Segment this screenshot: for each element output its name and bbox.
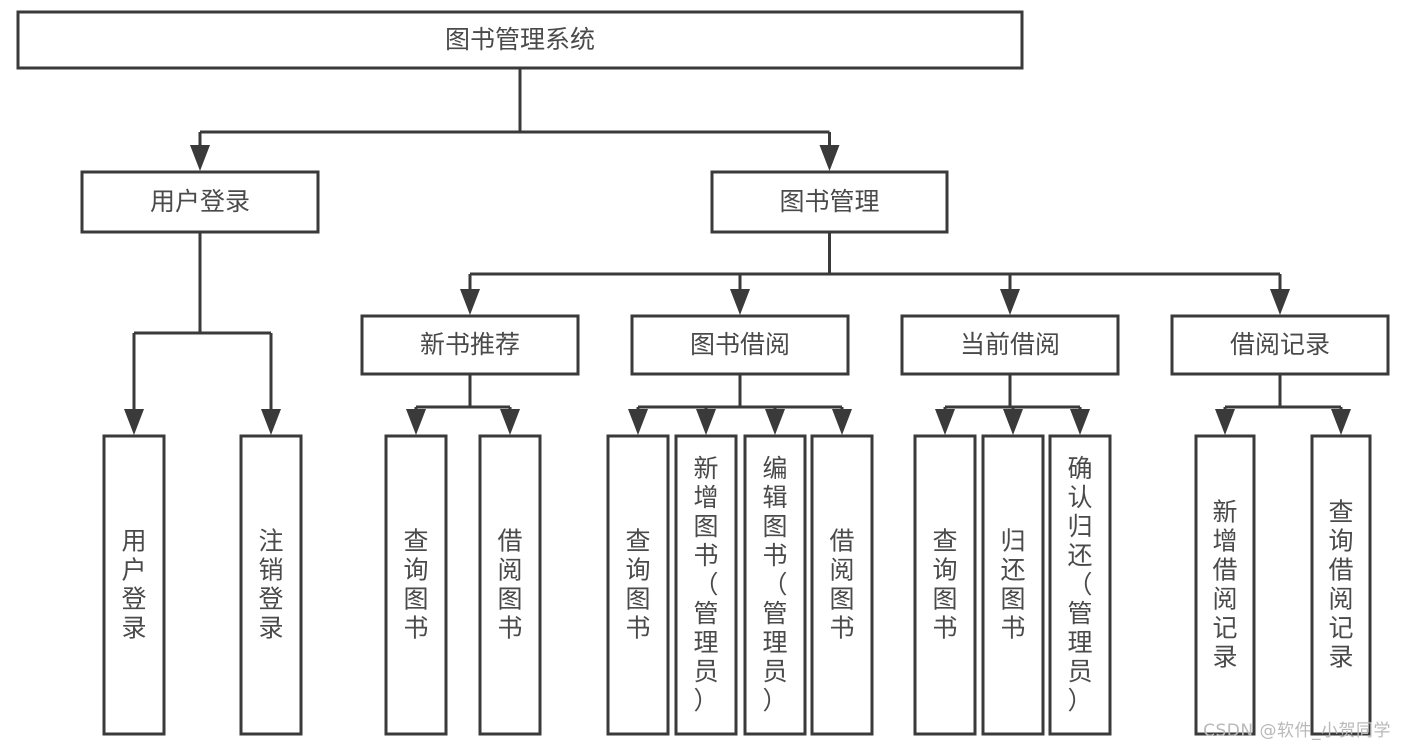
- node-label-book-manage: 图书管理: [779, 187, 879, 216]
- node-box-leaf-edit-book[interactable]: [743, 434, 807, 736]
- node-leaf-logout[interactable]: 注销登录: [239, 434, 303, 736]
- arrow-head-icon: [765, 409, 785, 435]
- node-borrow-record[interactable]: 借阅记录: [1170, 314, 1390, 376]
- node-user-login[interactable]: 用户登录: [80, 170, 320, 234]
- arrow-head-icon: [1215, 409, 1235, 435]
- node-box-leaf-logout[interactable]: [239, 434, 303, 736]
- node-label-book-borrow: 图书借阅: [690, 330, 790, 359]
- node-box-leaf-query-book-1[interactable]: [384, 434, 448, 736]
- node-box-leaf-borrow-book-1[interactable]: [478, 434, 542, 736]
- connector-group-user-login: [124, 232, 281, 435]
- node-new-book-rec[interactable]: 新书推荐: [360, 314, 580, 376]
- node-label-leaf-confirm-return: 确认归还（管理员）: [1067, 454, 1092, 715]
- node-label-leaf-query-record: 查询借阅记录: [1328, 498, 1353, 672]
- arrow-head-icon: [696, 409, 716, 435]
- node-box-current-borrow[interactable]: [900, 314, 1120, 376]
- node-label-leaf-query-book-2: 查询图书: [625, 527, 650, 643]
- arrow-head-icon: [628, 409, 648, 435]
- node-leaf-query-book-2[interactable]: 查询图书: [606, 434, 670, 736]
- node-leaf-edit-book[interactable]: 编辑图书（管理员）: [743, 434, 807, 736]
- node-label-leaf-edit-book: 编辑图书（管理员）: [762, 454, 787, 715]
- node-box-root[interactable]: [16, 10, 1024, 70]
- node-leaf-borrow-book-1[interactable]: 借阅图书: [478, 434, 542, 736]
- node-leaf-query-record[interactable]: 查询借阅记录: [1310, 434, 1372, 736]
- node-book-manage[interactable]: 图书管理: [710, 170, 949, 234]
- arrow-head-icon: [1070, 409, 1090, 435]
- connector-group-new-book-rec: [406, 374, 520, 435]
- node-label-leaf-return-book: 归还图书: [1000, 527, 1025, 643]
- arrow-head-icon: [406, 409, 426, 435]
- node-box-leaf-query-record[interactable]: [1310, 434, 1372, 736]
- connector-group-current-borrow: [935, 374, 1090, 435]
- node-box-leaf-query-book-2[interactable]: [606, 434, 670, 736]
- node-leaf-confirm-return[interactable]: 确认归还（管理员）: [1048, 434, 1112, 736]
- connector-layer: [124, 68, 1351, 435]
- connector-group-book-borrow: [628, 374, 852, 435]
- arrow-head-icon: [1000, 289, 1020, 315]
- connector-group-root: [190, 68, 840, 171]
- node-box-leaf-return-book[interactable]: [981, 434, 1045, 736]
- arrow-head-icon: [190, 145, 210, 171]
- node-label-root: 图书管理系统: [445, 25, 595, 54]
- node-box-leaf-user-login[interactable]: [102, 434, 166, 736]
- node-box-leaf-query-book-3[interactable]: [913, 434, 977, 736]
- node-leaf-add-record[interactable]: 新增借阅记录: [1194, 434, 1256, 736]
- node-leaf-add-book[interactable]: 新增图书（管理员）: [674, 434, 738, 736]
- arrow-head-icon: [1003, 409, 1023, 435]
- node-box-leaf-confirm-return[interactable]: [1048, 434, 1112, 736]
- node-leaf-user-login[interactable]: 用户登录: [102, 434, 166, 736]
- arrow-head-icon: [730, 289, 750, 315]
- connector-group-borrow-record: [1215, 374, 1351, 435]
- node-box-book-borrow[interactable]: [630, 314, 850, 376]
- node-label-borrow-record: 借阅记录: [1230, 330, 1330, 359]
- connector-group-book-manage: [460, 232, 1290, 315]
- node-box-leaf-add-record[interactable]: [1194, 434, 1256, 736]
- node-box-leaf-borrow-book-2[interactable]: [810, 434, 874, 736]
- arrow-head-icon: [832, 409, 852, 435]
- arrow-head-icon: [261, 409, 281, 435]
- node-label-leaf-borrow-book-2: 借阅图书: [829, 527, 854, 643]
- node-book-borrow[interactable]: 图书借阅: [630, 314, 850, 376]
- node-box-book-manage[interactable]: [710, 170, 949, 234]
- node-box-borrow-record[interactable]: [1170, 314, 1390, 376]
- node-label-user-login: 用户登录: [150, 187, 250, 216]
- node-root[interactable]: 图书管理系统: [16, 10, 1024, 70]
- node-label-new-book-rec: 新书推荐: [420, 330, 520, 359]
- node-leaf-query-book-3[interactable]: 查询图书: [913, 434, 977, 736]
- node-label-leaf-query-book-1: 查询图书: [403, 527, 428, 643]
- node-box-new-book-rec[interactable]: [360, 314, 580, 376]
- node-current-borrow[interactable]: 当前借阅: [900, 314, 1120, 376]
- node-label-leaf-add-book: 新增图书（管理员）: [693, 454, 718, 715]
- node-box-user-login[interactable]: [80, 170, 320, 234]
- arrow-head-icon: [460, 289, 480, 315]
- node-label-current-borrow: 当前借阅: [960, 330, 1060, 359]
- node-label-leaf-borrow-book-1: 借阅图书: [497, 527, 522, 643]
- node-box-leaf-add-book[interactable]: [674, 434, 738, 736]
- node-label-leaf-user-login: 用户登录: [121, 527, 146, 643]
- node-leaf-query-book-1[interactable]: 查询图书: [384, 434, 448, 736]
- node-leaf-borrow-book-2[interactable]: 借阅图书: [810, 434, 874, 736]
- node-label-leaf-logout: 注销登录: [258, 527, 283, 643]
- node-label-leaf-add-record: 新增借阅记录: [1212, 498, 1237, 672]
- node-label-leaf-query-book-3: 查询图书: [932, 527, 957, 643]
- node-layer: 图书管理系统用户登录图书管理新书推荐图书借阅当前借阅借阅记录用户登录注销登录查询…: [16, 10, 1390, 736]
- arrow-head-icon: [819, 145, 840, 171]
- arrow-head-icon: [1270, 289, 1290, 315]
- arrow-head-icon: [500, 409, 520, 435]
- arrow-head-icon: [1331, 409, 1351, 435]
- arrow-head-icon: [124, 409, 144, 435]
- arrow-head-icon: [935, 409, 955, 435]
- node-leaf-return-book[interactable]: 归还图书: [981, 434, 1045, 736]
